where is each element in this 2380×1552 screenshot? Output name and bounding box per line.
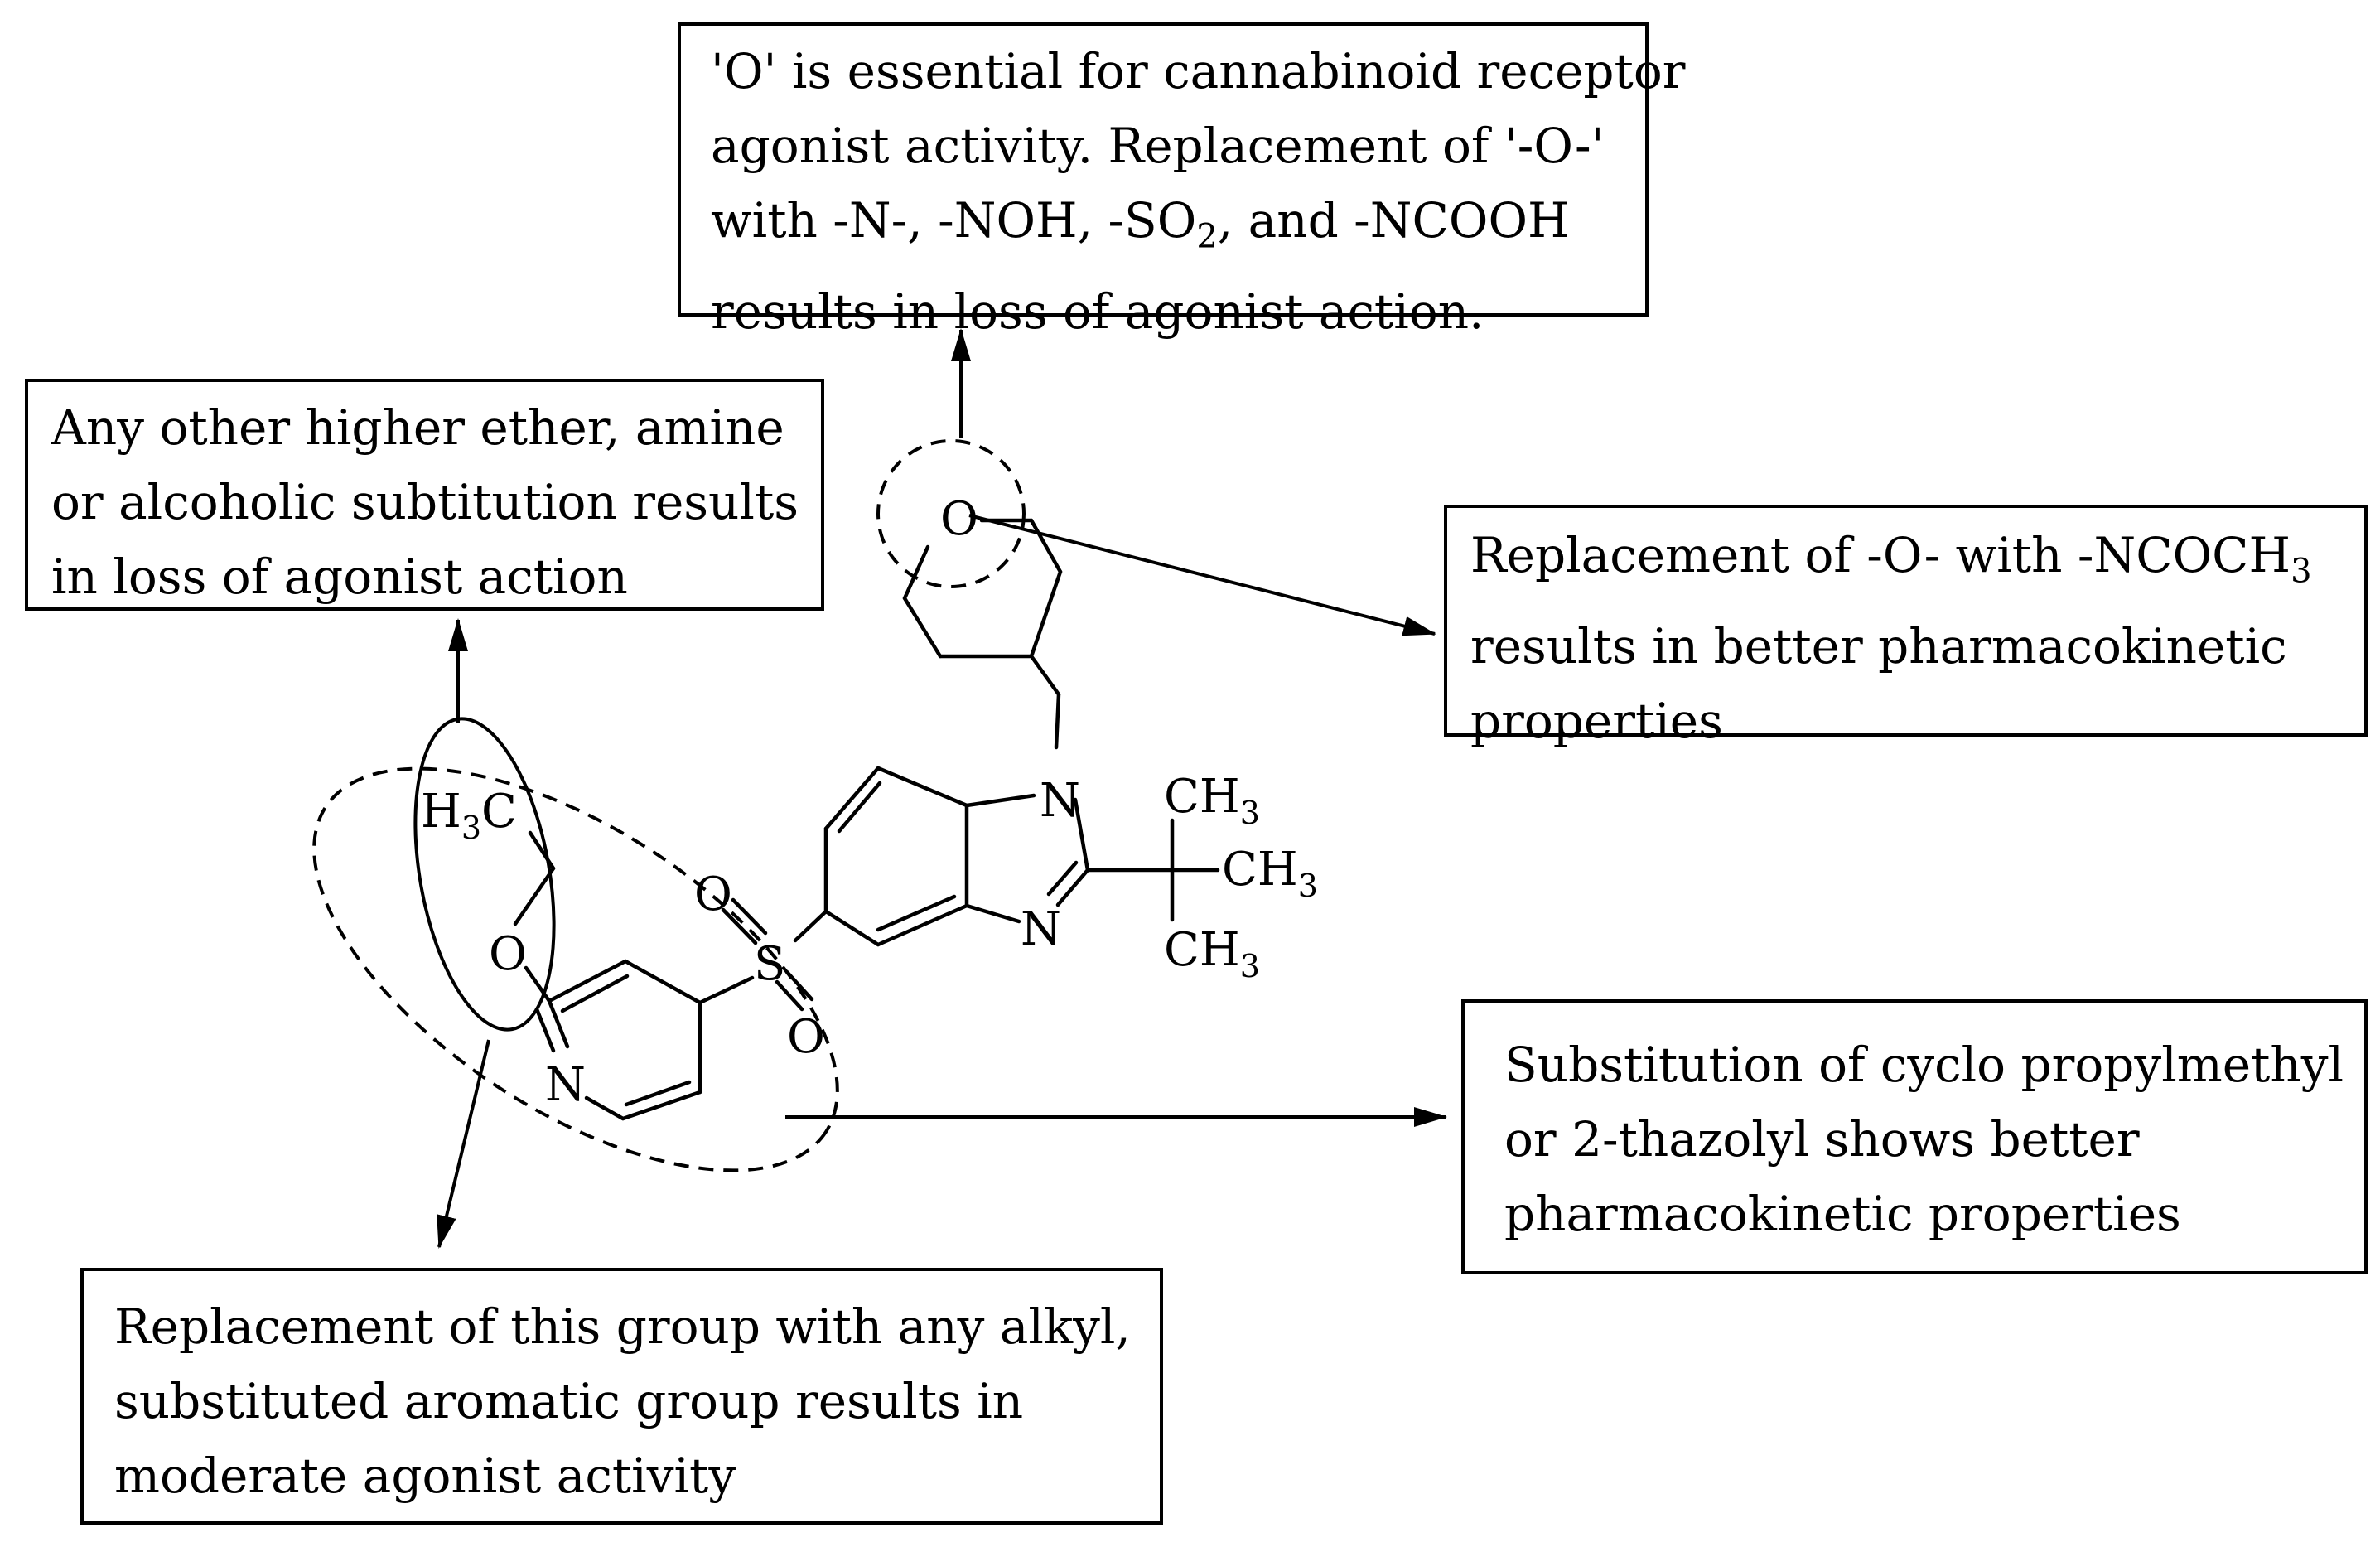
bond bbox=[560, 974, 630, 1013]
bond bbox=[584, 1095, 625, 1121]
annotation-line: substituted aromatic group results in bbox=[114, 1373, 1024, 1429]
bond bbox=[1055, 868, 1090, 907]
bond bbox=[1029, 518, 1063, 574]
bond bbox=[775, 979, 804, 1012]
bond bbox=[721, 907, 758, 945]
arrows bbox=[437, 328, 1447, 1249]
bond bbox=[1029, 654, 1061, 697]
oxygen-highlight-circle bbox=[876, 439, 1026, 588]
arrow-to-right1-box bbox=[968, 514, 1436, 636]
bond bbox=[1054, 692, 1061, 750]
bond bbox=[620, 1090, 702, 1121]
bond bbox=[623, 959, 702, 1005]
bond bbox=[547, 959, 628, 1003]
sulfur-label: S bbox=[754, 937, 785, 991]
bond bbox=[793, 909, 828, 943]
annotation-line: in loss of agonist action bbox=[51, 549, 628, 605]
n1-label: N bbox=[1040, 774, 1080, 828]
bond bbox=[902, 544, 930, 601]
n3-label: N bbox=[1021, 902, 1061, 956]
bond bbox=[876, 903, 969, 947]
sulfone-oxygen-top-label: O bbox=[694, 868, 732, 921]
annotation-box-alkyl-replacement: Replacement of this group with any alkyl… bbox=[80, 1268, 1163, 1525]
annotation-line: results in better pharmacokinetic bbox=[1470, 617, 2287, 674]
bond bbox=[534, 1007, 556, 1053]
annotation-line: or 2-thazolyl shows better bbox=[1504, 1111, 2140, 1168]
bond bbox=[964, 793, 1036, 808]
annotation-line: or alcoholic subtitution results bbox=[51, 474, 799, 530]
pyridine-n-label: N bbox=[545, 1058, 586, 1112]
annotation-box-oxygen-essential: 'O' is essential for cannabinoid recepto… bbox=[678, 22, 1686, 340]
arrow-to-bottom-box bbox=[437, 1039, 490, 1249]
annotation-line: pharmacokinetic properties bbox=[1504, 1186, 2181, 1242]
bond bbox=[837, 781, 882, 834]
bond bbox=[547, 998, 570, 1049]
molecule-bonds bbox=[513, 518, 1220, 1121]
oxane-oxygen-label: O bbox=[940, 492, 978, 546]
methyl-top-label: CH3 bbox=[1164, 770, 1260, 831]
bond bbox=[513, 866, 556, 926]
bond bbox=[1073, 797, 1090, 873]
annotation-line: with -N-, -NOH, -SO2, and -NCOOH bbox=[711, 192, 1570, 256]
bond bbox=[823, 766, 881, 831]
ether-oxygen-label: O bbox=[489, 927, 527, 981]
bond bbox=[731, 897, 768, 936]
annotation-box-cyclopropylmethyl: Substitution of cyclo propylmethyl or 2-… bbox=[1461, 999, 2368, 1274]
annotation-line: Replacement of -O- with -NCOCH3 bbox=[1470, 527, 2312, 591]
h3c-label: H3C bbox=[421, 785, 517, 846]
pyridine-highlight-ellipse bbox=[312, 766, 839, 1172]
annotation-line: properties bbox=[1470, 692, 1723, 749]
bond bbox=[1046, 860, 1079, 897]
annotation-box-ncoch3-replacement: Replacement of -O- with -NCOCH3 results … bbox=[1444, 505, 2368, 749]
annotation-line: results in loss of agonist action. bbox=[711, 283, 1484, 340]
sulfone-oxygen-bottom-label: O bbox=[787, 1010, 825, 1064]
bond bbox=[524, 965, 552, 1003]
methyl-bottom-label: CH3 bbox=[1164, 923, 1260, 984]
bond bbox=[698, 975, 755, 1005]
annotation-box-ether-substitution: Any other higher ether, amine or alcohol… bbox=[25, 379, 824, 611]
atom-labels: O N N H3C O N S O O CH3 CH3 CH3 bbox=[421, 492, 1318, 1112]
bond bbox=[876, 766, 969, 808]
bond bbox=[876, 894, 957, 932]
annotation-line: Substitution of cyclo propylmethyl bbox=[1504, 1037, 2344, 1093]
annotation-line: Any other higher ether, amine bbox=[51, 399, 784, 456]
bond bbox=[823, 909, 881, 947]
annotation-line: moderate agonist activity bbox=[114, 1448, 736, 1504]
annotation-line: 'O' is essential for cannabinoid recepto… bbox=[711, 43, 1686, 99]
bond bbox=[964, 903, 1021, 924]
bond bbox=[902, 596, 943, 659]
annotation-line: agonist activity. Replacement of '-O-' bbox=[711, 118, 1605, 174]
bond bbox=[624, 1080, 692, 1107]
bond bbox=[1029, 569, 1063, 659]
annotation-line: Replacement of this group with any alkyl… bbox=[114, 1298, 1131, 1355]
methyl-mid-label: CH3 bbox=[1222, 843, 1318, 904]
